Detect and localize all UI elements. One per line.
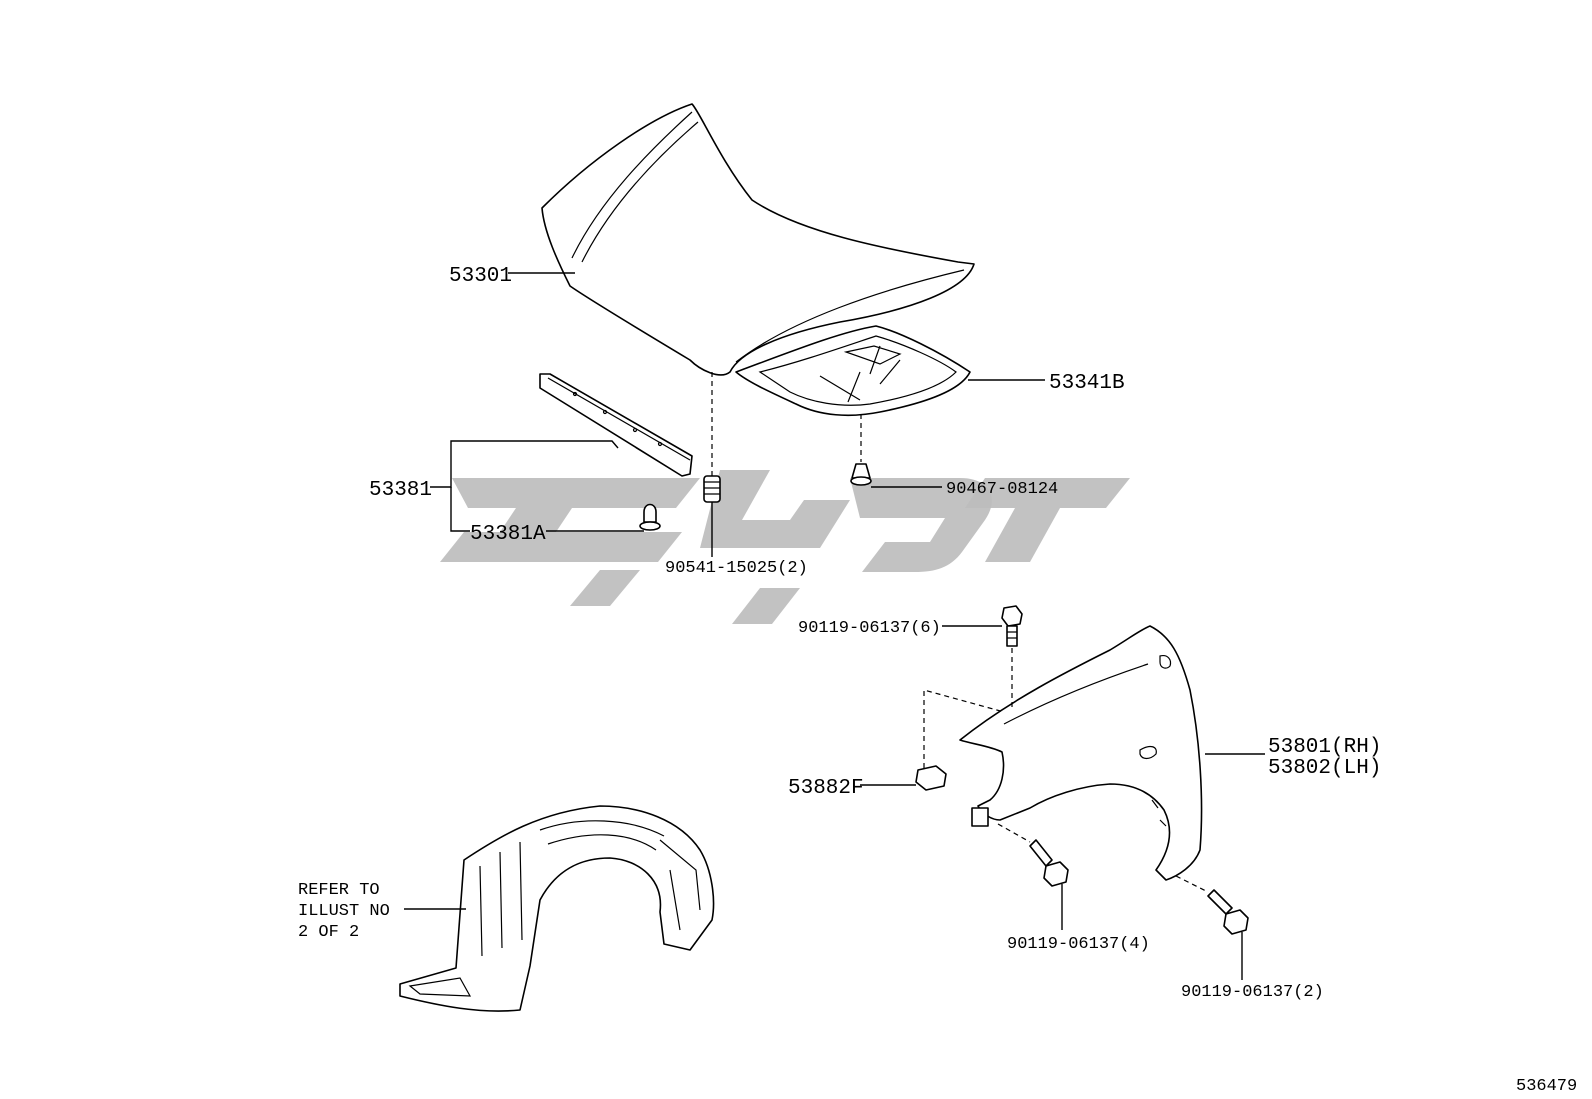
refer-note-line-3: 2 OF 2 xyxy=(298,923,359,942)
fender-bolt-mid-part xyxy=(997,823,1069,887)
callout-fender-nut: 53882F xyxy=(788,777,864,800)
callout-fender-bolt-mid: 90119-06137(4) xyxy=(1007,935,1150,954)
hood-insulator-part xyxy=(735,325,971,417)
fender-nut-part xyxy=(915,689,1005,791)
refer-note-line-1: REFER TO xyxy=(298,881,380,900)
callout-fender-lh: 53802(LH) xyxy=(1268,757,1381,780)
callout-fender-bolt-top: 90119-06137(6) xyxy=(798,619,941,638)
fender-bolt-low-part xyxy=(1175,875,1249,935)
insulator-clip-part xyxy=(850,414,872,486)
refer-note-line-2: ILLUST NO xyxy=(298,902,390,921)
illustration-number: 536479 xyxy=(1516,1077,1577,1096)
callout-fender-bolt-low: 90119-06137(2) xyxy=(1181,983,1324,1002)
watermark-logo xyxy=(440,470,1130,624)
callout-insulator-clip: 90467-08124 xyxy=(946,480,1058,499)
hood-cushion-part xyxy=(703,372,721,503)
callout-seal-clip: 53381A xyxy=(470,523,546,546)
callout-hood: 53301 xyxy=(449,265,512,288)
callout-fender-rh: 53801(RH) xyxy=(1268,736,1381,759)
callout-hood-seal: 53381 xyxy=(369,479,432,502)
callout-cushion: 90541-15025(2) xyxy=(665,559,808,578)
callout-hood-insulator: 53341B xyxy=(1049,372,1125,395)
leader-lines xyxy=(404,272,1265,980)
hood-part xyxy=(541,103,975,376)
fender-liner-part xyxy=(399,805,715,1012)
front-fender-part xyxy=(959,625,1203,881)
seal-clip-part xyxy=(639,503,661,531)
hood-seal-part xyxy=(539,373,693,477)
fender-bolt-top-part xyxy=(1001,605,1023,710)
